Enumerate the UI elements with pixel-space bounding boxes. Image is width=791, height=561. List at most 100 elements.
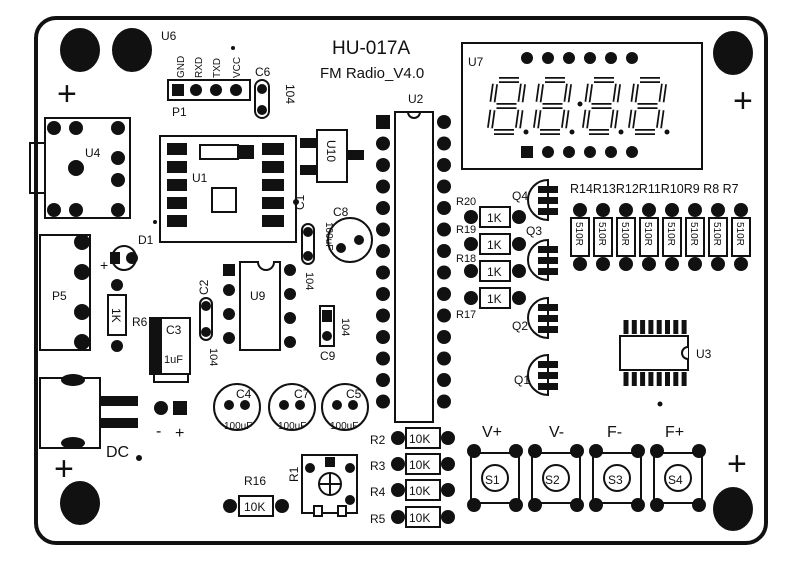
pad [573,257,587,271]
pad [230,84,242,96]
pad [437,201,451,215]
resistor-value: 510R [596,222,607,246]
pad [711,257,725,271]
mount-hole [713,31,753,75]
pad [441,431,455,445]
label-r4: R4 [370,485,386,499]
capacitor-c8 [327,217,373,263]
pad [322,331,332,341]
resistor-value: 510R [665,222,676,246]
push-buttons [467,444,706,512]
label-plus: + [100,257,108,273]
resistors-r2-r5 [391,427,455,528]
pad [74,234,90,250]
pin [673,320,679,334]
segment-inner [657,109,663,129]
pad [295,400,305,410]
pad [111,151,125,165]
pad-rect [262,215,284,227]
pad [376,244,390,258]
pad [376,373,390,387]
pad [275,499,289,513]
label-s4: S4 [668,473,683,487]
pad-rect [538,315,558,322]
pad [376,308,390,323]
pad [619,203,633,217]
transistors [527,178,558,397]
pad [61,437,85,449]
pad [224,400,234,410]
pad [563,146,575,158]
pad [376,394,390,409]
transistor-body [527,178,549,222]
segment-inner [516,109,522,129]
pad [376,201,390,215]
pad-rect [300,165,317,175]
pad [528,444,542,458]
label-u2: U2 [408,92,424,106]
pad [240,400,250,410]
chip-u1 [211,187,237,213]
label-q4: Q4 [512,189,528,203]
label-p1: P1 [172,105,187,119]
pin [665,320,670,334]
pad [305,463,315,473]
pad [223,499,237,513]
capacitor-body [268,383,316,431]
segment-inner [583,109,589,129]
pad-rect [538,197,558,204]
mount-hole [112,28,152,72]
pin [681,372,687,386]
capacitor-c3-base [153,373,189,383]
pad-rect [262,143,284,155]
label-c8: C8 [333,205,349,219]
pad [74,334,90,350]
pad [201,301,211,311]
resistor-body [405,506,441,528]
pin [623,320,629,334]
pad-rect [538,268,558,275]
crosshair-mark: + [727,445,747,483]
capacitor-c2 [199,297,213,341]
label-r3: R3 [370,459,386,473]
pad [154,401,168,415]
pad-square [173,401,187,415]
button-cap [542,464,570,492]
pad [437,287,451,301]
resistor-body [662,217,682,257]
pad [665,203,679,217]
pad [391,431,405,445]
pot-slot [313,505,323,517]
label-s1: S1 [485,473,500,487]
pad [596,203,610,217]
pad [711,203,725,217]
segment-inner [660,83,666,103]
segment-inner [519,83,525,103]
pad [376,351,390,366]
u2-pins-left [376,111,421,409]
segment-inner [562,109,568,129]
label-r16: R16 [244,474,266,488]
u2-pins-right [437,115,451,409]
pad-rect [538,208,558,215]
resistor-body [570,217,590,257]
label-c6: C6 [255,65,271,79]
label-r5: R5 [370,512,386,526]
pad-square [521,146,533,158]
pad [441,483,455,497]
pad-rect [238,145,254,159]
pad [437,373,451,387]
pad [441,510,455,524]
label-c7: C7 [294,387,310,401]
label-s3: S3 [608,473,623,487]
pad [589,444,603,458]
label-c5-value: 100uF [330,421,358,432]
label-plus: + [175,425,184,442]
transistor-body [527,353,549,397]
pad [467,498,481,512]
pad [210,84,222,96]
pad [332,400,342,410]
label-q2: Q2 [512,319,528,333]
pad [74,264,90,280]
label-c6-value: 104 [283,84,297,104]
